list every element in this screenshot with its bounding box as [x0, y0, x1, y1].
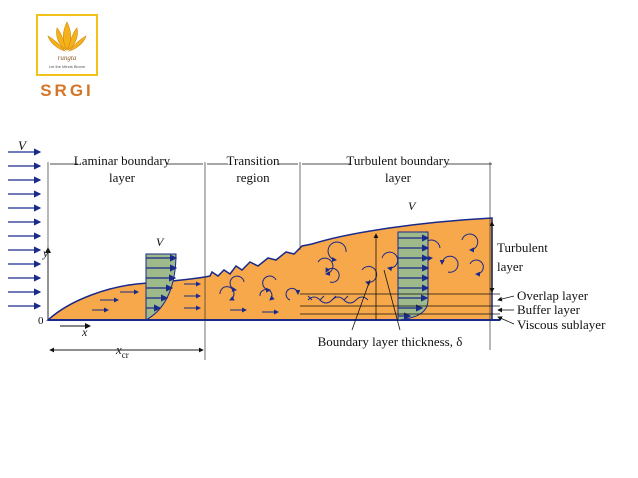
logo-box: rungta Let the Minds Bloom [36, 14, 98, 76]
thickness-label: Boundary layer thickness, δ [318, 334, 463, 349]
logo-name: SRGI [40, 81, 94, 100]
thickness-leader [383, 269, 401, 331]
viscous-sublayer-label: Viscous sublayer [517, 317, 606, 332]
turbulent-profile-arrows [398, 234, 430, 320]
turbulent-layer-label-2: layer [497, 259, 524, 274]
buffer-layer-label: Buffer layer [517, 302, 581, 317]
laminar-profile-arrows [146, 254, 178, 312]
thickness-leader [351, 279, 371, 331]
laminar-velocity-label: V [156, 235, 165, 249]
transition-label-1: Transition [227, 153, 280, 168]
xcr-main: x [115, 342, 122, 357]
turbulent-label-1: Turbulent boundary [346, 153, 450, 168]
origin-label: 0 [38, 315, 44, 327]
lotus-icon [47, 21, 87, 52]
y-axis-label: y [42, 246, 49, 260]
laminar-label-2: layer [109, 170, 136, 185]
logo-brand: rungta [57, 54, 77, 62]
turbulent-velocity-profile [397, 231, 429, 321]
region-dividers [47, 162, 491, 360]
transition-label-2: region [236, 170, 270, 185]
logo-tagline: Let the Minds Bloom [48, 64, 86, 69]
turbulent-label-2: layer [385, 170, 412, 185]
xcr-label: xcr [115, 342, 129, 360]
xcr-subscript: cr [122, 350, 129, 360]
turbulent-layer-label-1: Turbulent [497, 240, 548, 255]
turbulent-velocity-label: V [408, 199, 417, 213]
laminar-flow-arrows [92, 281, 201, 313]
overlap-layer-label: Overlap layer [517, 288, 589, 303]
sublayer-lines [300, 293, 500, 315]
free-stream-label: V [18, 138, 28, 153]
x-axis-label: x [81, 325, 88, 339]
transition-eddies [219, 275, 301, 315]
sublayer-pointers [497, 295, 515, 325]
free-stream-arrows [8, 148, 42, 310]
laminar-label-1: Laminar boundary [74, 153, 171, 168]
